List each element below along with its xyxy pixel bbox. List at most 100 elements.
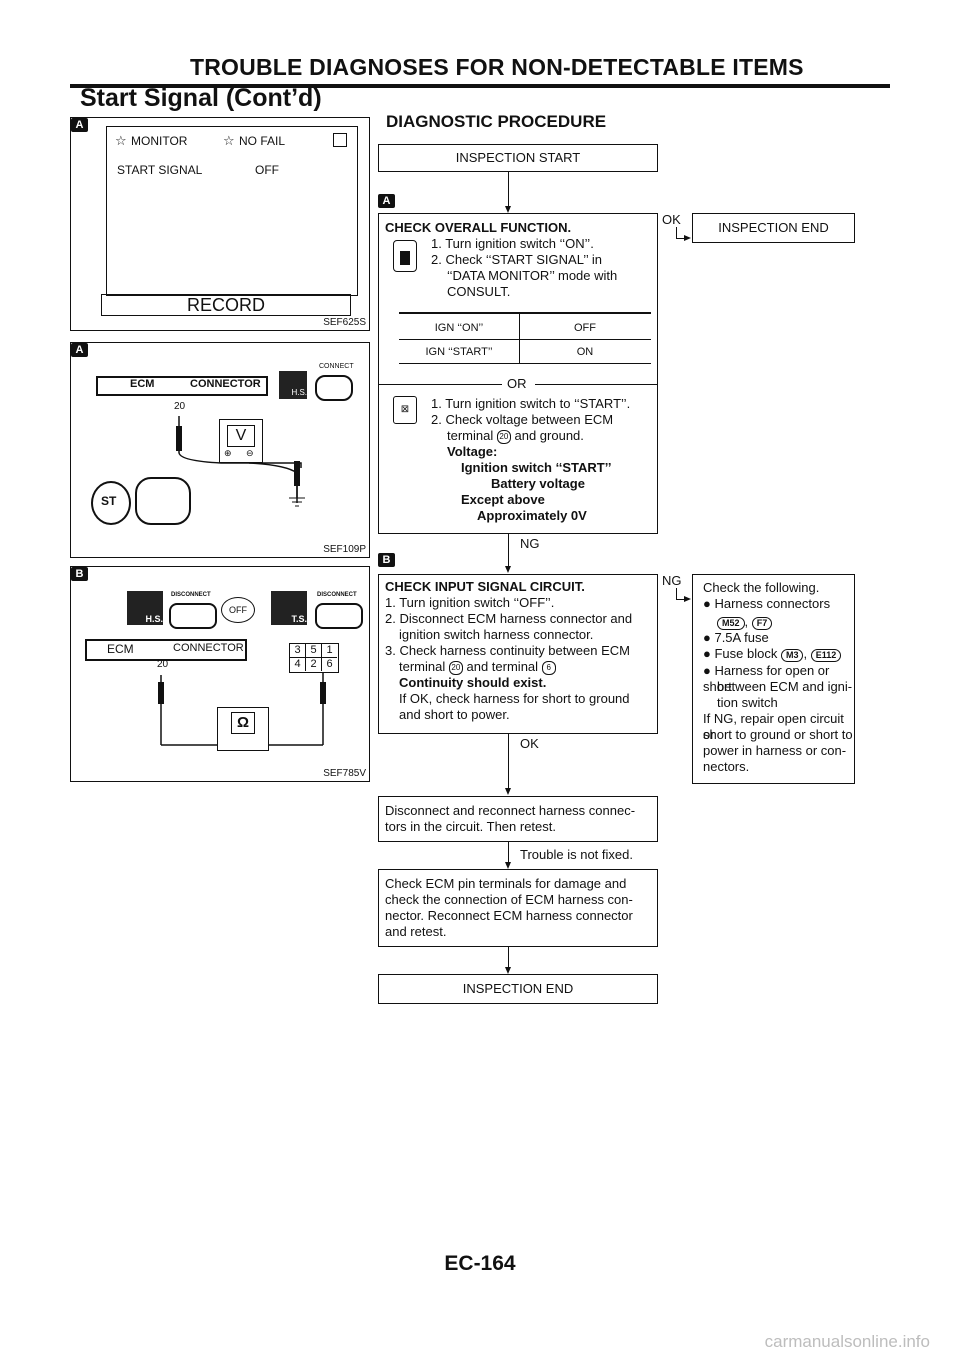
step-line: Except above (461, 492, 545, 507)
or-rule (379, 384, 502, 385)
disconnect-reconnect-box: Disconnect and reconnect harness connec-… (378, 796, 658, 842)
figure-marker: A (71, 118, 88, 132)
connector-badge: M52 (717, 617, 745, 630)
st-label: ST (101, 494, 117, 508)
hs-icon: H.S. (279, 371, 307, 399)
flow-connector (508, 534, 509, 566)
plug-icon (315, 375, 353, 401)
step-line: 1. Turn ignition switch to ‘‘START’’. (431, 396, 631, 411)
flow-connector (508, 842, 509, 862)
table-cell: IGN ‘‘START’’ (425, 346, 493, 358)
pin-cell: 5 (306, 644, 322, 658)
pin-number: 20 (157, 659, 169, 670)
ohmmeter-label: Ω (231, 712, 255, 734)
step-line: Ignition switch ‘‘START’’ (461, 460, 612, 475)
step-line: Battery voltage (491, 476, 585, 491)
connector-label: CONNECTOR (173, 642, 244, 654)
arrow-down-icon (505, 566, 511, 573)
step-marker: A (378, 194, 395, 208)
probe-wire (176, 416, 305, 507)
ignition-key-icon: ST (91, 481, 131, 525)
pin-cell: 4 (290, 658, 306, 671)
bullet-item: ● 7.5A fuse (703, 630, 769, 645)
disconnect-label: DISCONNECT (317, 592, 357, 598)
plus-terminal-icon: ⊕ (224, 448, 232, 458)
bullet-item: ● Fuse block M3, E112 (703, 646, 842, 662)
step-line: If NG, repair open circuit or (703, 711, 844, 742)
check-following-box: Check the following. ● Harness connector… (692, 574, 855, 784)
step-line: terminal 20 and ground. (447, 428, 584, 444)
connector-badge: M3 (780, 649, 804, 662)
voltmeter: V ⊕ ⊖ (219, 419, 263, 463)
figure-marker: B (71, 567, 88, 581)
pin-grid: 3 5 1 4 2 6 (289, 643, 339, 673)
figure-consult-monitor: A ☆ MONITOR ☆ NO FAIL START SIGNAL OFF R… (70, 117, 370, 331)
monitor-screen: ☆ MONITOR ☆ NO FAIL START SIGNAL OFF (106, 126, 358, 296)
step-line: ignition switch harness connector. (399, 627, 594, 642)
step-line: CONSULT. (447, 284, 511, 299)
table-rule (399, 363, 651, 364)
table-cell: IGN ‘‘ON’’ (434, 322, 484, 334)
flow-connector (508, 172, 509, 206)
step-line: and retest. (385, 924, 447, 939)
consult-icon (393, 240, 417, 272)
not-fixed-label: Trouble is not fixed. (520, 847, 633, 862)
step-line: and short to power. (399, 707, 510, 722)
table-rule (519, 312, 520, 363)
arrow-right-icon (684, 235, 691, 241)
ecm-label: ECM (130, 378, 155, 390)
check-ecm-pins-box: Check ECM pin terminals for damage and c… (378, 869, 658, 947)
arrow-down-icon (505, 788, 511, 795)
bullet-item: M52, F7 (717, 614, 773, 630)
voltmeter-label: V (227, 425, 255, 447)
step-title: CHECK INPUT SIGNAL CIRCUIT. (385, 579, 585, 594)
step-line: 1. Turn ignition switch ‘‘ON’’. (431, 236, 594, 251)
flow-connector (676, 227, 677, 238)
record-button: RECORD (101, 294, 351, 316)
step-title: CHECK OVERALL FUNCTION. (385, 220, 572, 235)
step-line: Check ECM pin terminals for damage and (385, 876, 627, 891)
bullet-item: tion switch (717, 695, 778, 710)
table-rule (399, 312, 651, 314)
flow-connector (676, 238, 685, 239)
monitor-item-label: START SIGNAL (117, 163, 203, 177)
ok-label: OK (520, 736, 539, 751)
bullet-item: ● Harness connectors (703, 596, 831, 611)
step-line: Approximately 0V (477, 508, 587, 523)
or-rule (535, 384, 658, 385)
connector-badge: F7 (751, 617, 773, 630)
figure-code: SEF625S (323, 317, 366, 328)
step-line: 2. Check voltage between ECM (431, 412, 614, 427)
star-icon: ☆ (115, 133, 127, 148)
step-line: Voltage: (447, 444, 498, 459)
step-line: If OK, check harness for short to ground (399, 691, 630, 706)
figure-code: SEF109P (323, 544, 366, 555)
step-line: 2. Disconnect ECM harness connector and (385, 611, 633, 626)
table-cell: OFF (574, 322, 596, 334)
step-line: terminal 20 and terminal 6 (399, 659, 556, 675)
step-line: ‘‘DATA MONITOR’’ mode with (447, 268, 618, 283)
watermark: carmanualsonline.info (764, 1332, 930, 1351)
inspection-end-box: INSPECTION END (692, 213, 855, 243)
pin-cell: 3 (290, 644, 306, 658)
ohmmeter: Ω (217, 707, 269, 751)
step-line: tors in the circuit. Then retest. (385, 819, 556, 834)
page-number: EC-164 (444, 1252, 516, 1275)
step-line: check the connection of ECM harness con- (385, 892, 633, 907)
step-title: Check the following. (703, 580, 820, 595)
ts-icon: T.S. (271, 591, 307, 625)
plug-icon (315, 603, 363, 629)
terminal-badge: 20 (496, 429, 511, 444)
step-line: short to ground or short to (703, 727, 853, 742)
step-line: nectors. (703, 759, 750, 774)
ok-label: OK (662, 212, 681, 227)
flow-connector (676, 588, 677, 599)
flow-connector (508, 947, 509, 967)
checkbox-icon (333, 133, 347, 147)
arrow-right-icon (684, 596, 691, 602)
step-line: nector. Reconnect ECM harness connector (385, 908, 633, 923)
star-icon: ☆ (223, 133, 235, 148)
procedure-title: DIAGNOSTIC PROCEDURE (386, 112, 607, 131)
bullet-item: ● Harness for open or short (703, 663, 830, 694)
figure-marker: A (71, 343, 88, 357)
